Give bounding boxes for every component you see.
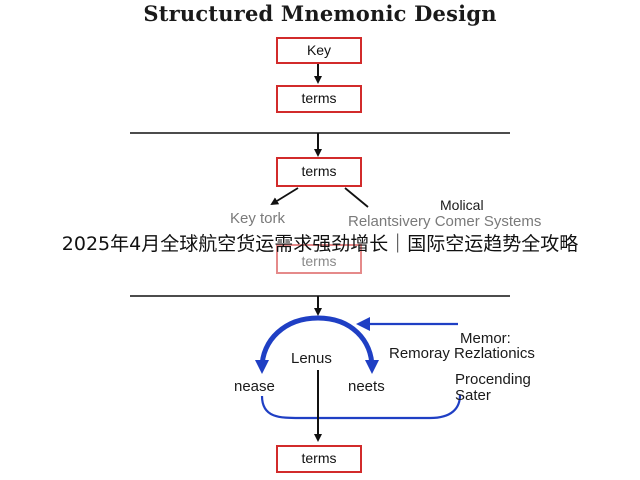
- label-lenus: Lenus: [291, 350, 332, 367]
- label-procending: Procending: [455, 371, 531, 388]
- key-box: Key: [276, 37, 362, 64]
- arrow-to-key-tork: [270, 187, 299, 206]
- loop-arc-right: [317, 315, 379, 374]
- label-remoray: Remoray Rezlationics: [389, 345, 535, 362]
- label-key-tork: Key tork: [230, 210, 286, 227]
- label-molical: Molical: [440, 197, 484, 213]
- label-relantsivery: Relantsivery Comer Systems: [348, 213, 542, 230]
- terms-box-2: terms: [276, 157, 362, 187]
- terms-box-4: terms: [276, 445, 362, 473]
- loop-return-curve: [260, 394, 462, 420]
- loop-arc-left: [255, 315, 319, 374]
- label-sater: Sater: [455, 387, 491, 404]
- terms-box-1: terms: [276, 85, 362, 113]
- diagram-title: Structured Mnemonic Design: [143, 1, 497, 26]
- label-nease: nease: [234, 378, 275, 395]
- line-to-relantsivery: [344, 187, 369, 208]
- terms-box-3: terms: [276, 244, 362, 274]
- overlay-caption: 2025年4月全球航空货运需求强劲增长｜国际空运趋势全攻略: [61, 233, 579, 255]
- label-memor: Memor:: [460, 330, 511, 347]
- label-neets: neets: [348, 378, 385, 395]
